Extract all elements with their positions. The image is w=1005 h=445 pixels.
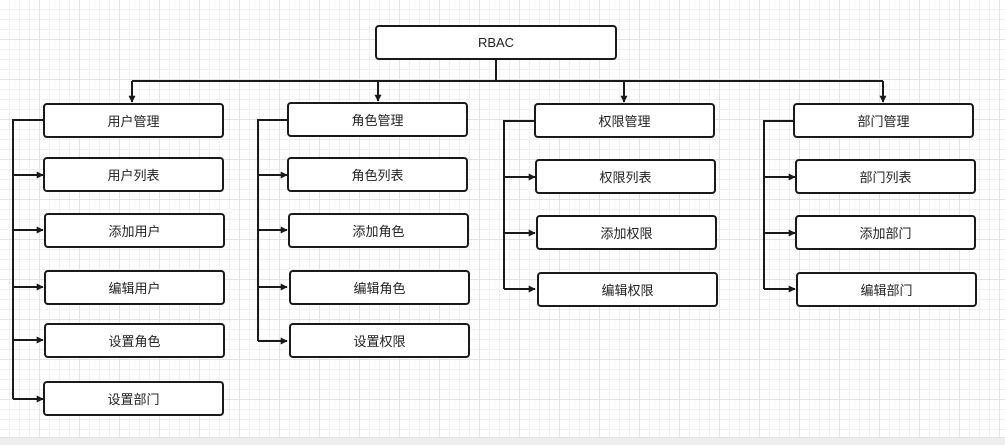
branch-node-department[interactable]: 部门管理 bbox=[793, 103, 974, 138]
connector-spine-3 bbox=[763, 120, 793, 289]
branch-node-label: 权限管理 bbox=[598, 115, 651, 130]
leaf-node-edit-department[interactable]: 编辑部门 bbox=[796, 272, 977, 307]
leaf-node-role-list[interactable]: 角色列表 bbox=[287, 157, 468, 192]
connector-spine-1 bbox=[257, 119, 287, 341]
root-node-label: RBAC bbox=[477, 35, 515, 50]
branch-node-label: 用户管理 bbox=[107, 115, 160, 130]
branch-node-label: 部门管理 bbox=[857, 115, 910, 130]
leaf-node-label: 部门列表 bbox=[859, 171, 912, 186]
leaf-node-label: 编辑角色 bbox=[353, 282, 406, 297]
leaf-node-permission-list[interactable]: 权限列表 bbox=[535, 159, 716, 194]
leaf-node-label: 角色列表 bbox=[351, 169, 404, 184]
leaf-node-label: 权限列表 bbox=[599, 171, 652, 186]
root-node-rbac[interactable]: RBAC bbox=[375, 25, 617, 60]
leaf-node-label: 添加角色 bbox=[352, 225, 405, 240]
leaf-node-set-dept[interactable]: 设置部门 bbox=[43, 381, 224, 416]
branch-node-role[interactable]: 角色管理 bbox=[287, 102, 468, 137]
leaf-node-label: 用户列表 bbox=[107, 169, 160, 184]
leaf-node-label: 编辑部门 bbox=[860, 284, 913, 299]
leaf-node-add-user[interactable]: 添加用户 bbox=[44, 213, 225, 248]
leaf-node-label: 添加部门 bbox=[859, 227, 912, 242]
leaf-node-label: 添加权限 bbox=[600, 227, 653, 242]
connector-spine-0 bbox=[12, 119, 43, 399]
leaf-node-label: 编辑权限 bbox=[601, 284, 654, 299]
leaf-node-set-role[interactable]: 设置角色 bbox=[44, 323, 225, 358]
leaf-node-department-list[interactable]: 部门列表 bbox=[795, 159, 976, 194]
branch-node-user[interactable]: 用户管理 bbox=[43, 103, 224, 138]
leaf-node-set-permission[interactable]: 设置权限 bbox=[289, 323, 470, 358]
leaf-node-label: 设置部门 bbox=[107, 393, 160, 408]
leaf-node-edit-user[interactable]: 编辑用户 bbox=[44, 270, 225, 305]
bottom-scroll-strip bbox=[0, 437, 1005, 445]
leaf-node-add-department[interactable]: 添加部门 bbox=[795, 215, 976, 250]
leaf-node-add-permission[interactable]: 添加权限 bbox=[536, 215, 717, 250]
leaf-node-user-list[interactable]: 用户列表 bbox=[43, 157, 224, 192]
leaf-node-label: 设置权限 bbox=[353, 335, 406, 350]
branch-node-label: 角色管理 bbox=[351, 114, 404, 129]
connector-spine-2 bbox=[503, 120, 534, 289]
leaf-node-label: 设置角色 bbox=[108, 335, 161, 350]
branch-node-permission[interactable]: 权限管理 bbox=[534, 103, 715, 138]
leaf-node-add-role[interactable]: 添加角色 bbox=[288, 213, 469, 248]
leaf-node-label: 添加用户 bbox=[108, 225, 161, 240]
leaf-node-edit-role[interactable]: 编辑角色 bbox=[289, 270, 470, 305]
leaf-node-edit-permission[interactable]: 编辑权限 bbox=[537, 272, 718, 307]
leaf-node-label: 编辑用户 bbox=[108, 282, 161, 297]
